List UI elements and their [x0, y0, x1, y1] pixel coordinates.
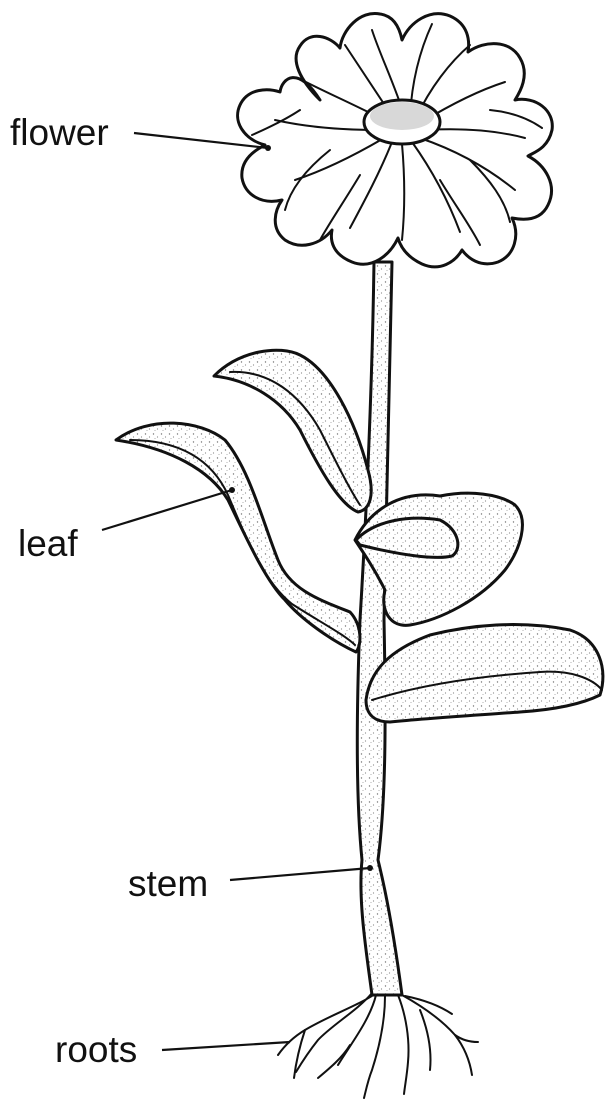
leaf-callout: leaf [18, 487, 235, 564]
roots-drawing [278, 992, 478, 1098]
leaf-label: leaf [18, 523, 78, 564]
lower-right-leaf [366, 625, 603, 722]
leaf-leader-dot [229, 487, 235, 493]
roots-callout: roots [55, 1029, 290, 1070]
stem-leader-dot [367, 865, 373, 871]
leaf-leader-line [102, 490, 232, 530]
flower-label: flower [10, 112, 109, 153]
stem-callout: stem [128, 863, 373, 904]
roots-label: roots [55, 1029, 137, 1070]
stem-drawing [357, 262, 402, 995]
flower-drawing [238, 13, 553, 266]
stem-leader-line [230, 868, 370, 880]
roots-leader-line [162, 1042, 290, 1050]
stem-label: stem [128, 863, 208, 904]
flower-leader-dot [265, 145, 271, 151]
flower-callout: flower [10, 112, 271, 153]
